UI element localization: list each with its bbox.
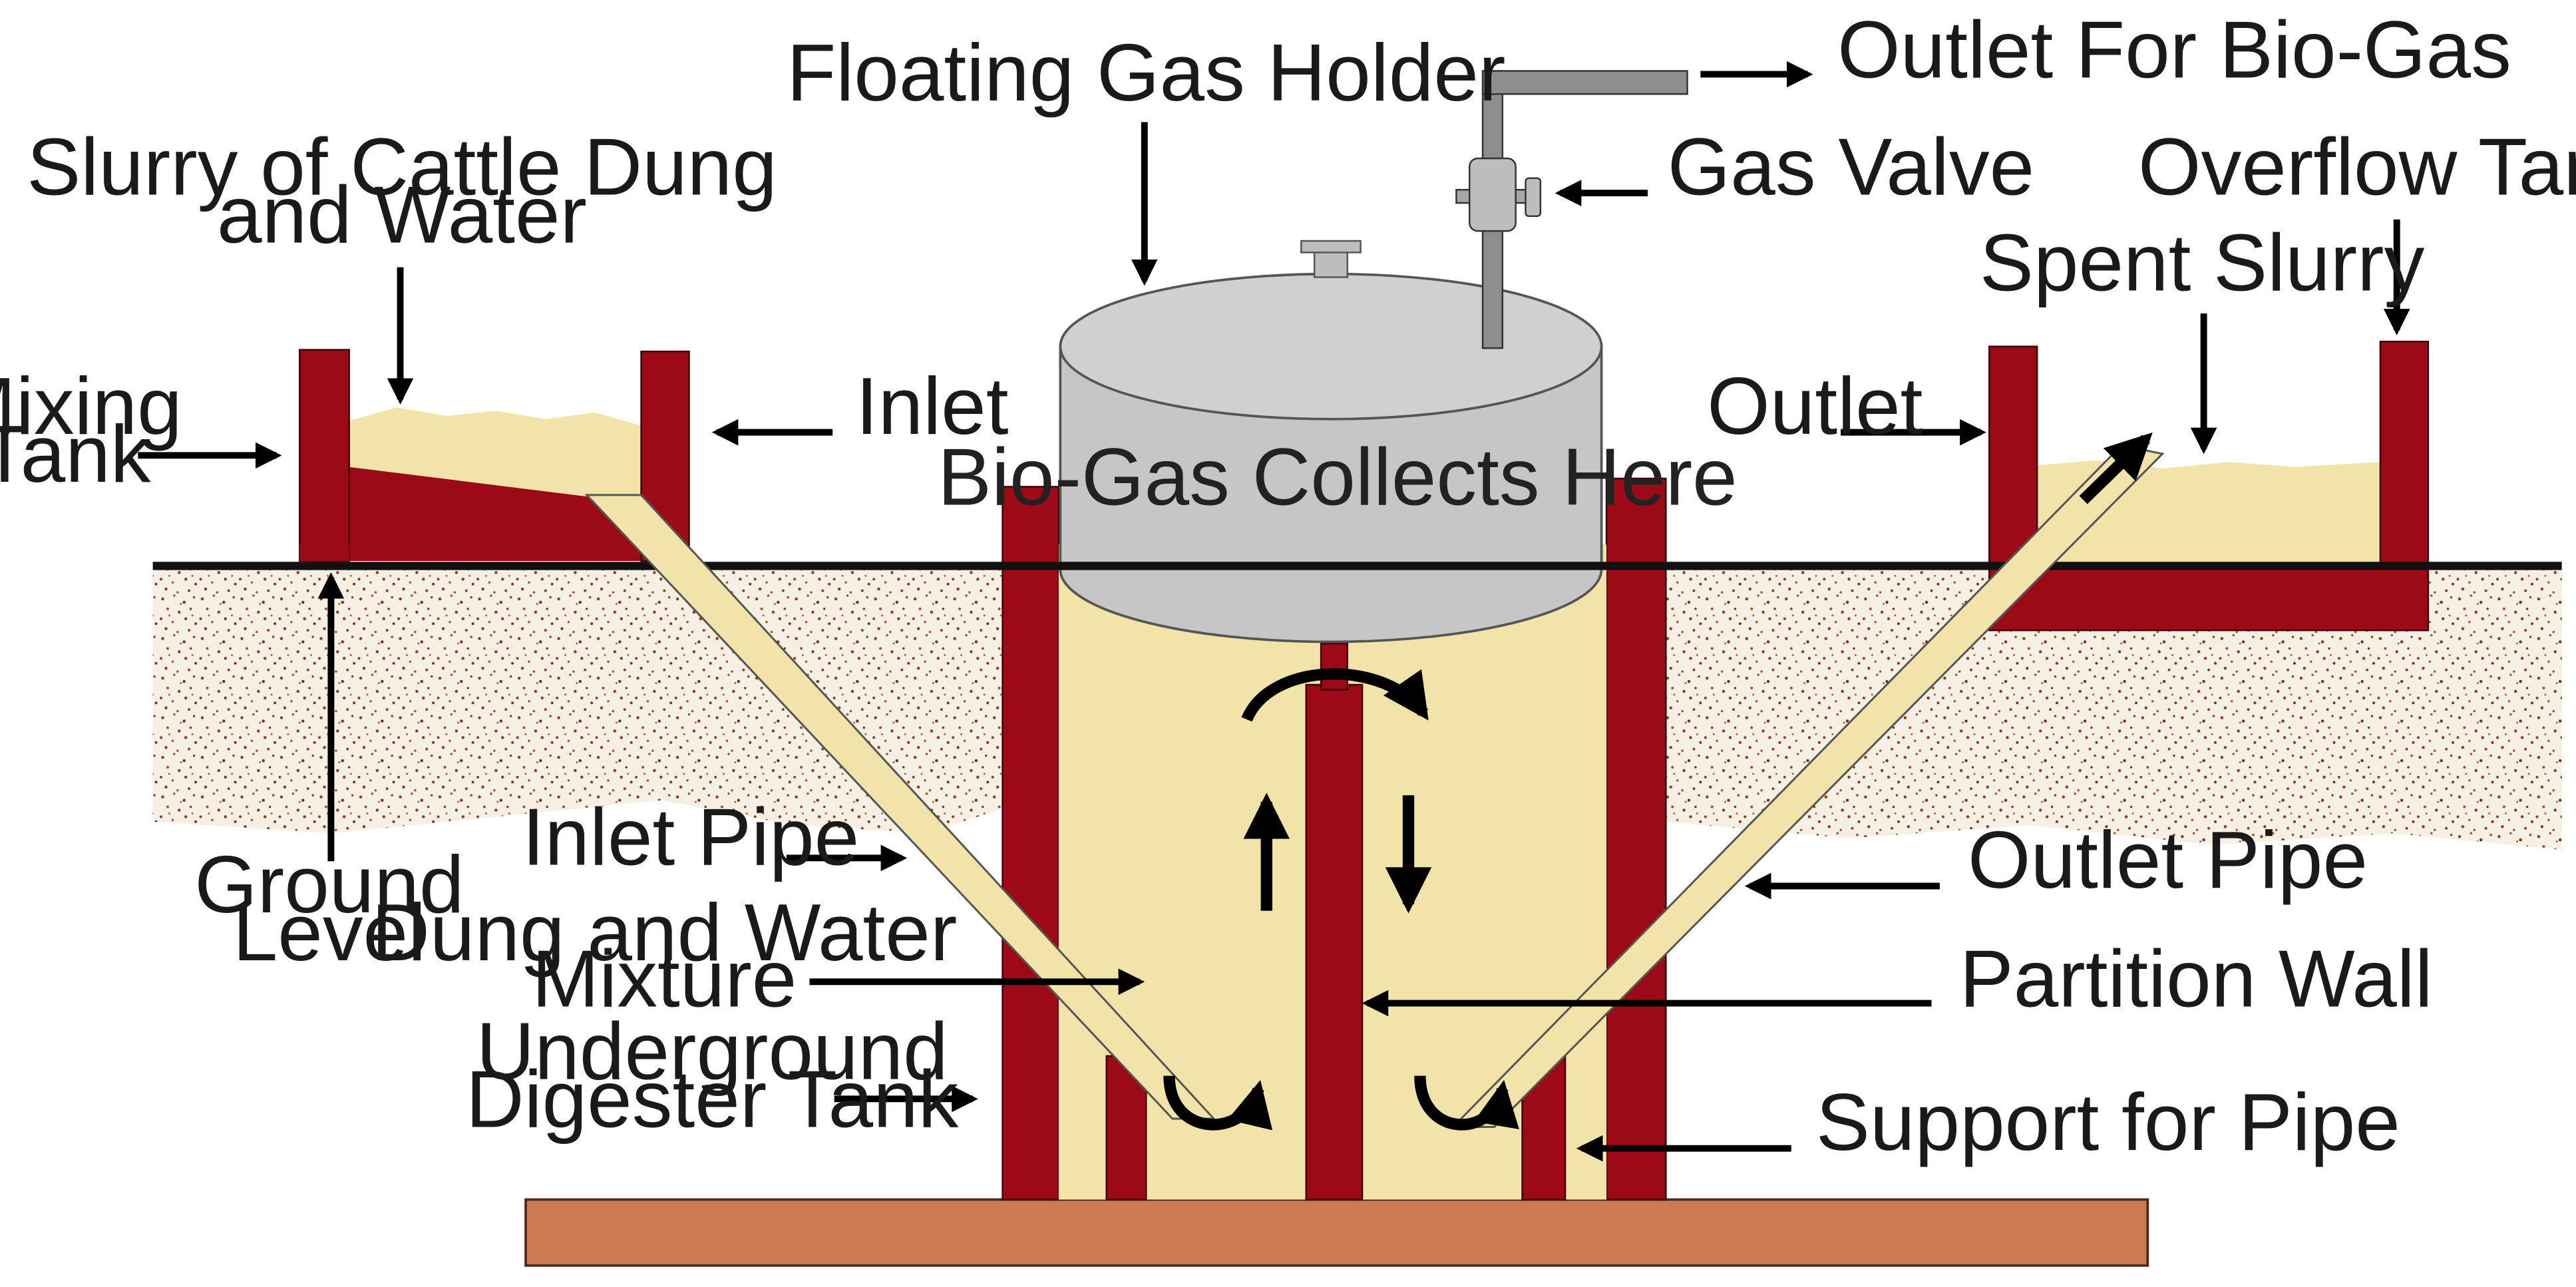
label-mixing-line2: Tank xyxy=(0,409,151,499)
label-inlet-pipe: Inlet Pipe xyxy=(522,791,860,882)
inlet-pipe xyxy=(584,494,1216,1120)
label-support-for-pipe: Support for Pipe xyxy=(1816,1077,2400,1167)
label-partition-wall: Partition Wall xyxy=(1960,933,2433,1023)
digester-left-wall xyxy=(1002,486,1060,1200)
pointer-arrows xyxy=(138,61,2410,1162)
digester-right-wall xyxy=(1605,477,1667,1200)
gas-valve xyxy=(1455,157,1542,232)
label-outlet-pipe: Outlet Pipe xyxy=(1968,815,2368,905)
soil-region xyxy=(152,569,2562,850)
spent-slurry-exit-arrow xyxy=(2079,432,2153,504)
label-dung-line1: Dung and Water xyxy=(371,887,957,978)
curved-flow-arrow-inlet xyxy=(1163,1075,1272,1131)
label-biogas-collects: Bio-Gas Collects Here xyxy=(938,432,1738,522)
label-gas-valve: Gas Valve xyxy=(1668,122,2034,212)
label-ground-line1: Ground xyxy=(194,839,464,930)
overflow-tank xyxy=(1988,341,2430,632)
flow-arrows xyxy=(1163,432,2153,1131)
base-slab xyxy=(524,1198,2149,1267)
label-overflow-tank: Overflow Tank xyxy=(2138,122,2576,212)
curved-flow-arrow-outlet xyxy=(1414,1075,1519,1131)
partition-wall-top xyxy=(1320,642,1349,691)
label-outlet-for-biogas: Outlet For Bio-Gas xyxy=(1837,5,2511,95)
text-labels: Floating Gas Holder Outlet For Bio-Gas G… xyxy=(0,5,2576,1168)
label-mixing-line1: Mixing xyxy=(0,361,182,451)
label-ground-line2: Level xyxy=(233,887,426,978)
gas-holder-handle-cap xyxy=(1300,240,1362,254)
mixing-tank-left-wall-over xyxy=(299,544,349,562)
label-spent-slurry: Spent Slurry xyxy=(1980,217,2425,307)
label-slurry-line1: Slurry of Cattle Dung xyxy=(27,122,777,212)
label-outlet: Outlet xyxy=(1707,361,1923,451)
partition-wall xyxy=(1305,683,1364,1200)
label-inlet: Inlet xyxy=(856,361,1009,451)
label-floating-gas-holder: Floating Gas Holder xyxy=(787,27,1505,118)
curved-flow-arrow-top xyxy=(1241,668,1429,722)
label-dung-line2: Mixture xyxy=(532,933,797,1023)
label-underground-line1: Underground xyxy=(476,1006,948,1097)
label-underground-line2: Digester Tank xyxy=(466,1053,959,1144)
outlet-pipe-support xyxy=(1521,1055,1566,1200)
label-slurry-line2: and Water xyxy=(217,169,587,260)
